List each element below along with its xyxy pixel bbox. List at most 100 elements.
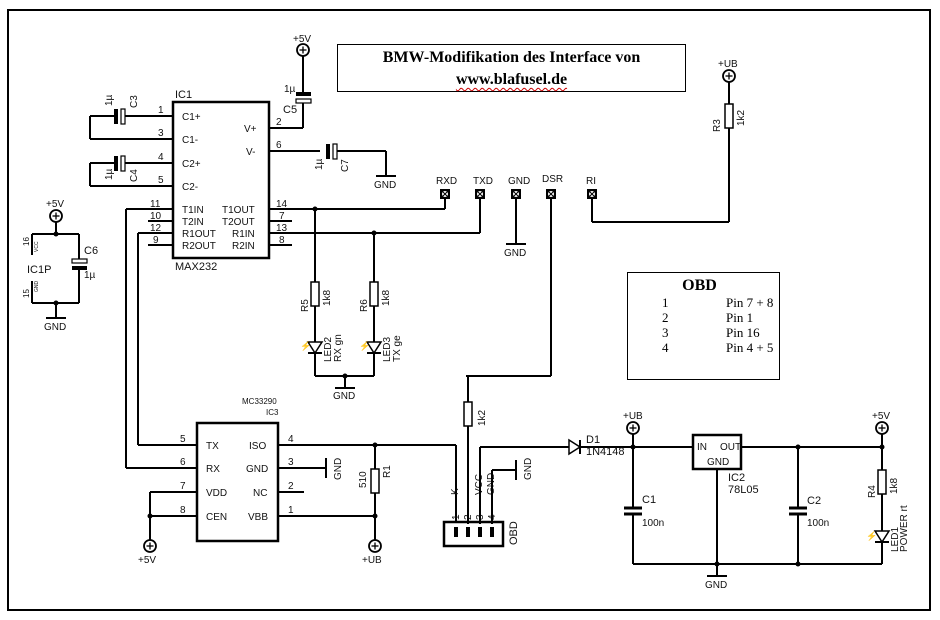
obd-row-num: 1 (662, 295, 669, 310)
pad-label-txd: TXD (473, 176, 493, 187)
obd-connector: 1 2 3 4 OBD K VCC GND 1k2 GND (442, 376, 569, 548)
c1-ref: C1 (642, 494, 656, 506)
ic3-ref: IC3 (266, 408, 279, 417)
pin-name: TX (206, 441, 219, 452)
pin-name: GND (34, 281, 40, 293)
pin-num: 1 (288, 505, 294, 516)
obd-signal-k: K (450, 488, 461, 495)
r6-ref: R6 (359, 299, 370, 312)
capacitor-c4: 1µ C4 (89, 155, 145, 186)
pin-name: RX (206, 464, 220, 475)
pin-num: 6 (180, 457, 186, 468)
pin-num: 15 (22, 289, 31, 298)
pin-name: T1IN (182, 205, 204, 216)
pad-label-gnd: GND (508, 176, 530, 187)
pin-name: VBB (248, 512, 268, 523)
capacitor-c3: 1µ C3 (89, 94, 145, 139)
pin-num: 7 (180, 481, 186, 492)
obd-table-heading: OBD (682, 277, 717, 294)
pad-label-ri: RI (586, 176, 596, 187)
pin-name: C1+ (182, 112, 201, 123)
r5-ref: R5 (300, 299, 311, 312)
obd-connector-label: OBD (508, 521, 520, 545)
pin-num: 12 (150, 223, 162, 234)
ic3-vdd-supply: +5V (138, 492, 157, 566)
c7-ref: C7 (340, 159, 351, 172)
pin-name: R2OUT (182, 241, 216, 252)
pin-num: 14 (276, 199, 288, 210)
pin-num: 5 (180, 434, 186, 445)
pin-name: T2OUT (222, 217, 255, 228)
title-box: BMW-Modifikation des Interface von www.b… (337, 44, 686, 92)
c6-value: 1µ (84, 270, 96, 281)
pin-name: NC (253, 488, 267, 499)
ic3-body (195, 421, 280, 543)
r-obd-value: 1k2 (477, 409, 488, 426)
pin-name: R1OUT (182, 229, 216, 240)
led2-ref: LED2 (323, 337, 334, 362)
gnd-label: GND (333, 391, 355, 402)
pin-name: V+ (244, 124, 257, 135)
c3-value: 1µ (104, 94, 115, 106)
ic1p-power-block: +5V C6 1µ GND IC1P 16 15 VCC GND (22, 199, 98, 333)
pin-num: 5 (158, 175, 164, 186)
gnd-label: GND (44, 322, 66, 333)
r3-value: 1k2 (736, 109, 747, 126)
pad-label-rxd: RXD (436, 176, 457, 187)
gnd-label: GND (504, 248, 526, 259)
pin-num: 16 (22, 237, 31, 246)
capacitor-c7: GND 1µ C7 (314, 143, 396, 191)
pin-num: 13 (276, 223, 288, 234)
pin-name: C2+ (182, 159, 201, 170)
obd-row-num: 4 (662, 340, 669, 355)
c6-ref: C6 (84, 245, 98, 257)
pin-num: 3 (158, 128, 164, 139)
c7-value: 1µ (314, 158, 325, 170)
ic1-right-pins: 2 6 14 7 13 8 V+ V- T1OUT T2OUT R1IN R2I… (222, 117, 480, 252)
power-label: +UB (718, 59, 738, 70)
r5-value: 1k8 (322, 289, 333, 306)
gnd-label: GND (333, 458, 344, 480)
c4-ref: C4 (129, 169, 140, 182)
c5-ref: C5 (283, 104, 297, 116)
led2-desc: RX gn (333, 334, 344, 362)
led-light-icon: ⚡ (866, 530, 877, 542)
d1-ref: D1 (586, 434, 600, 446)
led-indicators: ⚡ ⚡ GND R5 1k8 R6 1k8 LED2 RX gn LED3 TX… (300, 206, 403, 402)
c5-value: 1µ (284, 84, 296, 95)
max232-to-ic3-wires (125, 209, 139, 468)
pin-num: 4 (288, 434, 294, 445)
obd-pin-num: 1 (451, 514, 462, 520)
pad-label-dsr: DSR (542, 174, 563, 185)
capacitor-c1: +UB C1 100n (623, 411, 664, 564)
obd-row-pin: Pin 7 + 8 (726, 295, 774, 310)
power-label: +5V (46, 199, 64, 210)
pin-name: R1IN (232, 229, 255, 240)
resistor-r1: +UB 510 R1 (358, 442, 393, 566)
gnd-label: GND (705, 580, 727, 591)
led3-ref: LED3 (382, 337, 393, 362)
pin-num: 8 (279, 235, 285, 246)
gnd-label: GND (523, 458, 534, 480)
r4-value: 1k8 (889, 477, 900, 494)
r4-ref: R4 (867, 485, 878, 498)
obd-row-pin: Pin 16 (726, 325, 760, 340)
led-light-icon: ⚡ (300, 340, 311, 352)
ic2-out-label: OUT (720, 442, 741, 453)
pin-name: GND (246, 464, 268, 475)
ic2-part: 78L05 (728, 484, 759, 496)
pin-name: VCC (34, 241, 40, 252)
pin-num: 4 (158, 152, 164, 163)
led3-desc: TX ge (392, 335, 403, 362)
gnd-label: GND (374, 180, 396, 191)
c1-value: 100n (642, 518, 664, 529)
ic2-ref: IC2 (728, 472, 745, 484)
pin-num: 9 (153, 235, 159, 246)
pin-name: ISO (249, 441, 266, 452)
pin-num: 8 (180, 505, 186, 516)
d1-part: 1N4148 (586, 446, 625, 458)
